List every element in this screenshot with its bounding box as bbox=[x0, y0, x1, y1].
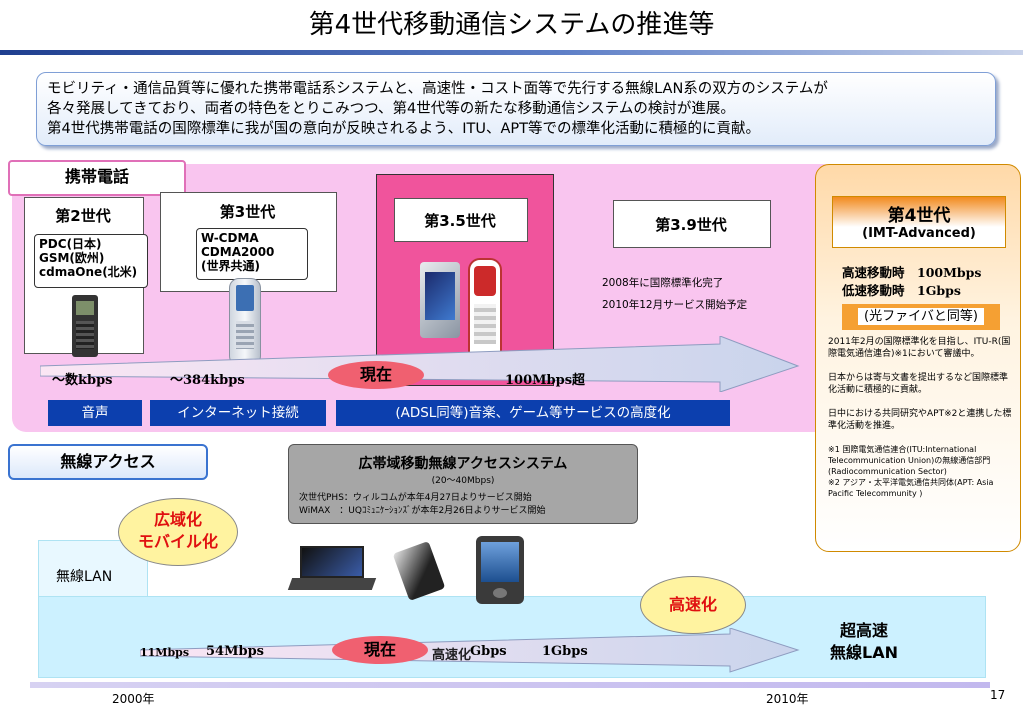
title-divider bbox=[0, 50, 1023, 55]
gen4-notes: 2011年2月の国際標準化を目指し、ITU-R(国際電気通信連合)※1において審… bbox=[828, 336, 1016, 499]
gen2-phone-image bbox=[72, 295, 98, 357]
bwa-speed: (20〜40Mbps) bbox=[431, 476, 495, 486]
speed-2g: 〜数kbps bbox=[52, 373, 113, 388]
wireless-label: 無線アクセス bbox=[8, 444, 208, 480]
lan-progress-arrow bbox=[140, 628, 800, 673]
gen4-speed-low: 低速移動時 1Gbps bbox=[842, 283, 961, 298]
bwa-wimax: WiMAX ：UQｺﾐｭﾆｹｰｼｮﾝｽﾞが本年2月26日よりサービス開始 bbox=[299, 506, 546, 516]
intro-line-1: モビリティ・通信品質等に優れた携帯電話系システムと、高速性・コスト面等で先行する… bbox=[47, 81, 828, 97]
intro-line-2: 各々発展してきており、両者の特色をとりこみつつ、第4世代等の新たな移動通信システ… bbox=[47, 101, 735, 117]
gen2-system-3: cdmaOne(北米) bbox=[39, 265, 138, 279]
gen2-system-2: GSM(欧州) bbox=[39, 251, 105, 265]
wide-area-label-1: 広域化 bbox=[153, 510, 202, 529]
lan-speed-11: 11Mbps bbox=[140, 646, 190, 659]
speed-3g: 〜384kbps bbox=[170, 373, 245, 388]
now-marker-lan: 現在 bbox=[332, 636, 428, 664]
service-voice: 音声 bbox=[48, 400, 142, 426]
page-title: 第4世代移動通信システムの推進等 bbox=[308, 10, 715, 40]
gen35-phone-image-1 bbox=[420, 262, 460, 338]
gen39-note-2: 2010年12月サービス開始予定 bbox=[602, 299, 748, 311]
gen39-title: 第3.9世代 bbox=[655, 216, 727, 234]
bwa-title: 広帯域移動無線アクセスシステム bbox=[358, 456, 568, 472]
gen3-system-3: (世界共通) bbox=[201, 259, 260, 273]
lan-speed-1g: 1Gbps bbox=[542, 644, 588, 659]
service-advanced: (ADSL同等)音楽、ゲーム等サービスの高度化 bbox=[336, 400, 730, 426]
now-marker-mobile: 現在 bbox=[328, 361, 424, 389]
gen4-fiber-text: (光ファイバと同等) bbox=[858, 308, 984, 325]
super-lan-label-1: 超高速 bbox=[839, 621, 888, 640]
bwa-phs: 次世代PHS：ウィルコムが本年4月27日よりサービス開始 bbox=[299, 493, 532, 503]
gen4-note-2: 日本からは寄与文書を提出するなど国際標準化活動に積極的に貢献。 bbox=[828, 373, 1009, 395]
gen4-footnote-1: ※1 国際電気通信連合(ITU:International Telecommun… bbox=[828, 445, 991, 476]
timeline-bar bbox=[30, 682, 990, 688]
gen4-note-3: 日中における共同研究やAPT※2と連携した標準化活動を推進。 bbox=[828, 409, 1012, 431]
gen3-systems: W-CDMA CDMA2000 (世界共通) bbox=[196, 228, 308, 280]
gen35-box bbox=[394, 198, 528, 242]
super-lan-label: 超高速 無線LAN bbox=[812, 620, 916, 664]
gen4-fiber-badge: (光ファイバと同等) bbox=[842, 304, 1000, 330]
gen4-title: 第4世代 bbox=[887, 206, 951, 226]
speed-39g: 100Mbps超 bbox=[505, 373, 586, 388]
service-internet: インターネット接続 bbox=[150, 400, 326, 426]
page-number: 17 bbox=[990, 688, 1006, 702]
gen35-phone-image-2 bbox=[468, 258, 502, 366]
gen35-title: 第3.5世代 bbox=[424, 212, 496, 230]
laptop-image bbox=[286, 540, 378, 596]
gen4-footnote-2: ※2 アジア・太平洋電気通信共同体(APT: Asia Pacific Tele… bbox=[828, 478, 994, 498]
super-lan-label-2: 無線LAN bbox=[830, 643, 898, 662]
wide-area-ellipse: 広域化 モバイル化 bbox=[118, 498, 238, 566]
gen2-system-1: PDC(日本) bbox=[39, 237, 102, 251]
bwa-box: 広帯域移動無線アクセスシステム (20〜40Mbps) 次世代PHS：ウィルコム… bbox=[288, 444, 638, 524]
gen4-header: 第4世代 (IMT-Advanced) bbox=[832, 196, 1006, 248]
gen3-title: 第3世代 bbox=[219, 203, 276, 221]
timeline-2010: 2010年 bbox=[766, 692, 809, 706]
intro-box: モビリティ・通信品質等に優れた携帯電話系システムと、高速性・コスト面等で先行する… bbox=[36, 72, 996, 146]
lan-label: 無線LAN bbox=[56, 569, 113, 585]
lan-speed-54: 54Mbps bbox=[206, 644, 264, 659]
intro-line-3: 第4世代携帯電話の国際標準に我が国の意向が反映されるよう、ITU、APT等での標… bbox=[47, 121, 760, 137]
gen39-note-1: 2008年に国際標準化完了 bbox=[602, 277, 724, 289]
high-speed-ellipse: 高速化 bbox=[640, 576, 746, 634]
gen4-speed-high: 高速移動時 100Mbps bbox=[842, 265, 982, 280]
lan-overlap-text-1: 高速化 bbox=[432, 648, 472, 663]
gen39-box bbox=[613, 200, 771, 248]
gen3-system-1: W-CDMA bbox=[201, 231, 259, 245]
mobile-label: 携帯電話 bbox=[8, 160, 186, 196]
gen3-system-2: CDMA2000 bbox=[201, 245, 275, 259]
gen2-title: 第2世代 bbox=[55, 207, 111, 225]
pda-image bbox=[476, 536, 524, 604]
gen2-systems: PDC(日本) GSM(欧州) cdmaOne(北米) bbox=[34, 234, 148, 288]
gen4-subtitle: (IMT-Advanced) bbox=[862, 226, 976, 241]
gen4-note-1: 2011年2月の国際標準化を目指し、ITU-R(国際電気通信連合)※1において審… bbox=[828, 337, 1011, 359]
mobile-progress-arrow bbox=[40, 336, 800, 392]
datacard-image bbox=[392, 541, 446, 601]
timeline-2000: 2000年 bbox=[112, 692, 155, 706]
lan-overlap-text-2: Gbps bbox=[470, 644, 507, 659]
wide-area-label-2: モバイル化 bbox=[137, 532, 218, 551]
